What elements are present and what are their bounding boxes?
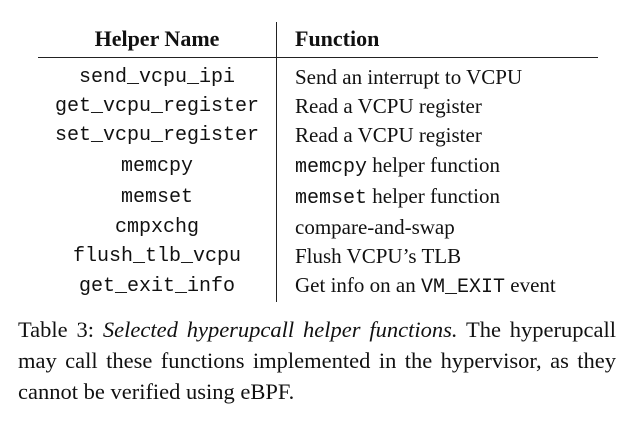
table-row: cmpxchg compare-and-swap — [38, 212, 599, 242]
description-text: compare-and-swap — [295, 214, 455, 239]
description-text: Get info on an — [295, 272, 421, 297]
helper-name-cell: flush_tlb_vcpu — [38, 241, 277, 271]
header-helper-name: Helper Name — [38, 22, 277, 58]
table-row: get_vcpu_register Read a VCPU register — [38, 92, 599, 122]
function-description-cell: Read a VCPU register — [277, 121, 599, 150]
function-description-cell: Flush VCPU’s TLB — [277, 242, 599, 271]
code-term: VM_EXIT — [420, 275, 505, 299]
function-description-cell: compare-and-swap — [277, 213, 599, 242]
function-description-cell: memset helper function — [277, 182, 599, 213]
helper-name-cell: get_exit_info — [38, 270, 277, 302]
description-text: event — [505, 272, 556, 297]
table-row: send_vcpu_ipi Send an interrupt to VCPU — [38, 57, 599, 93]
helper-name-cell: get_vcpu_register — [38, 92, 277, 122]
description-text: Send an interrupt to VCPU — [295, 65, 523, 90]
code-term: memcpy — [295, 155, 368, 179]
code-term: memset — [295, 186, 368, 210]
function-description-cell: Send an interrupt to VCPU — [277, 58, 599, 93]
helper-name-cell: memcpy — [38, 150, 277, 182]
description-text: Read a VCPU register — [295, 94, 482, 119]
description-text: Flush VCPU’s TLB — [295, 243, 462, 268]
table-caption: Table 3: Selected hyperupcall helper fun… — [18, 314, 616, 407]
helper-name-cell: send_vcpu_ipi — [38, 57, 277, 93]
table-row: flush_tlb_vcpu Flush VCPU’s TLB — [38, 241, 599, 271]
caption-title: Selected hyperupcall helper functions. — [102, 317, 458, 342]
table-row: set_vcpu_register Read a VCPU register — [38, 121, 599, 151]
helper-functions-table-wrapper: Helper Name Function send_vcpu_ipi Send a… — [38, 22, 598, 302]
table-header-row: Helper Name Function — [38, 22, 598, 58]
helper-name-cell: memset — [38, 181, 277, 213]
function-description-cell: Get info on an VM_EXIT event — [277, 271, 599, 302]
description-text: helper function — [367, 183, 500, 208]
caption-label: Table 3: — [18, 317, 95, 342]
header-function: Function — [276, 22, 598, 58]
helper-name-cell: cmpxchg — [38, 212, 277, 242]
caption-body: The hyperupcall may call these functions… — [18, 317, 617, 404]
helper-name-cell: set_vcpu_register — [38, 121, 277, 151]
function-description-cell: memcpy helper function — [277, 151, 599, 182]
description-text: Read a VCPU register — [295, 123, 482, 148]
helper-functions-table: Helper Name Function send_vcpu_ipi Send a… — [38, 22, 598, 302]
description-text: helper function — [367, 152, 500, 177]
function-description-cell: Read a VCPU register — [277, 92, 599, 121]
